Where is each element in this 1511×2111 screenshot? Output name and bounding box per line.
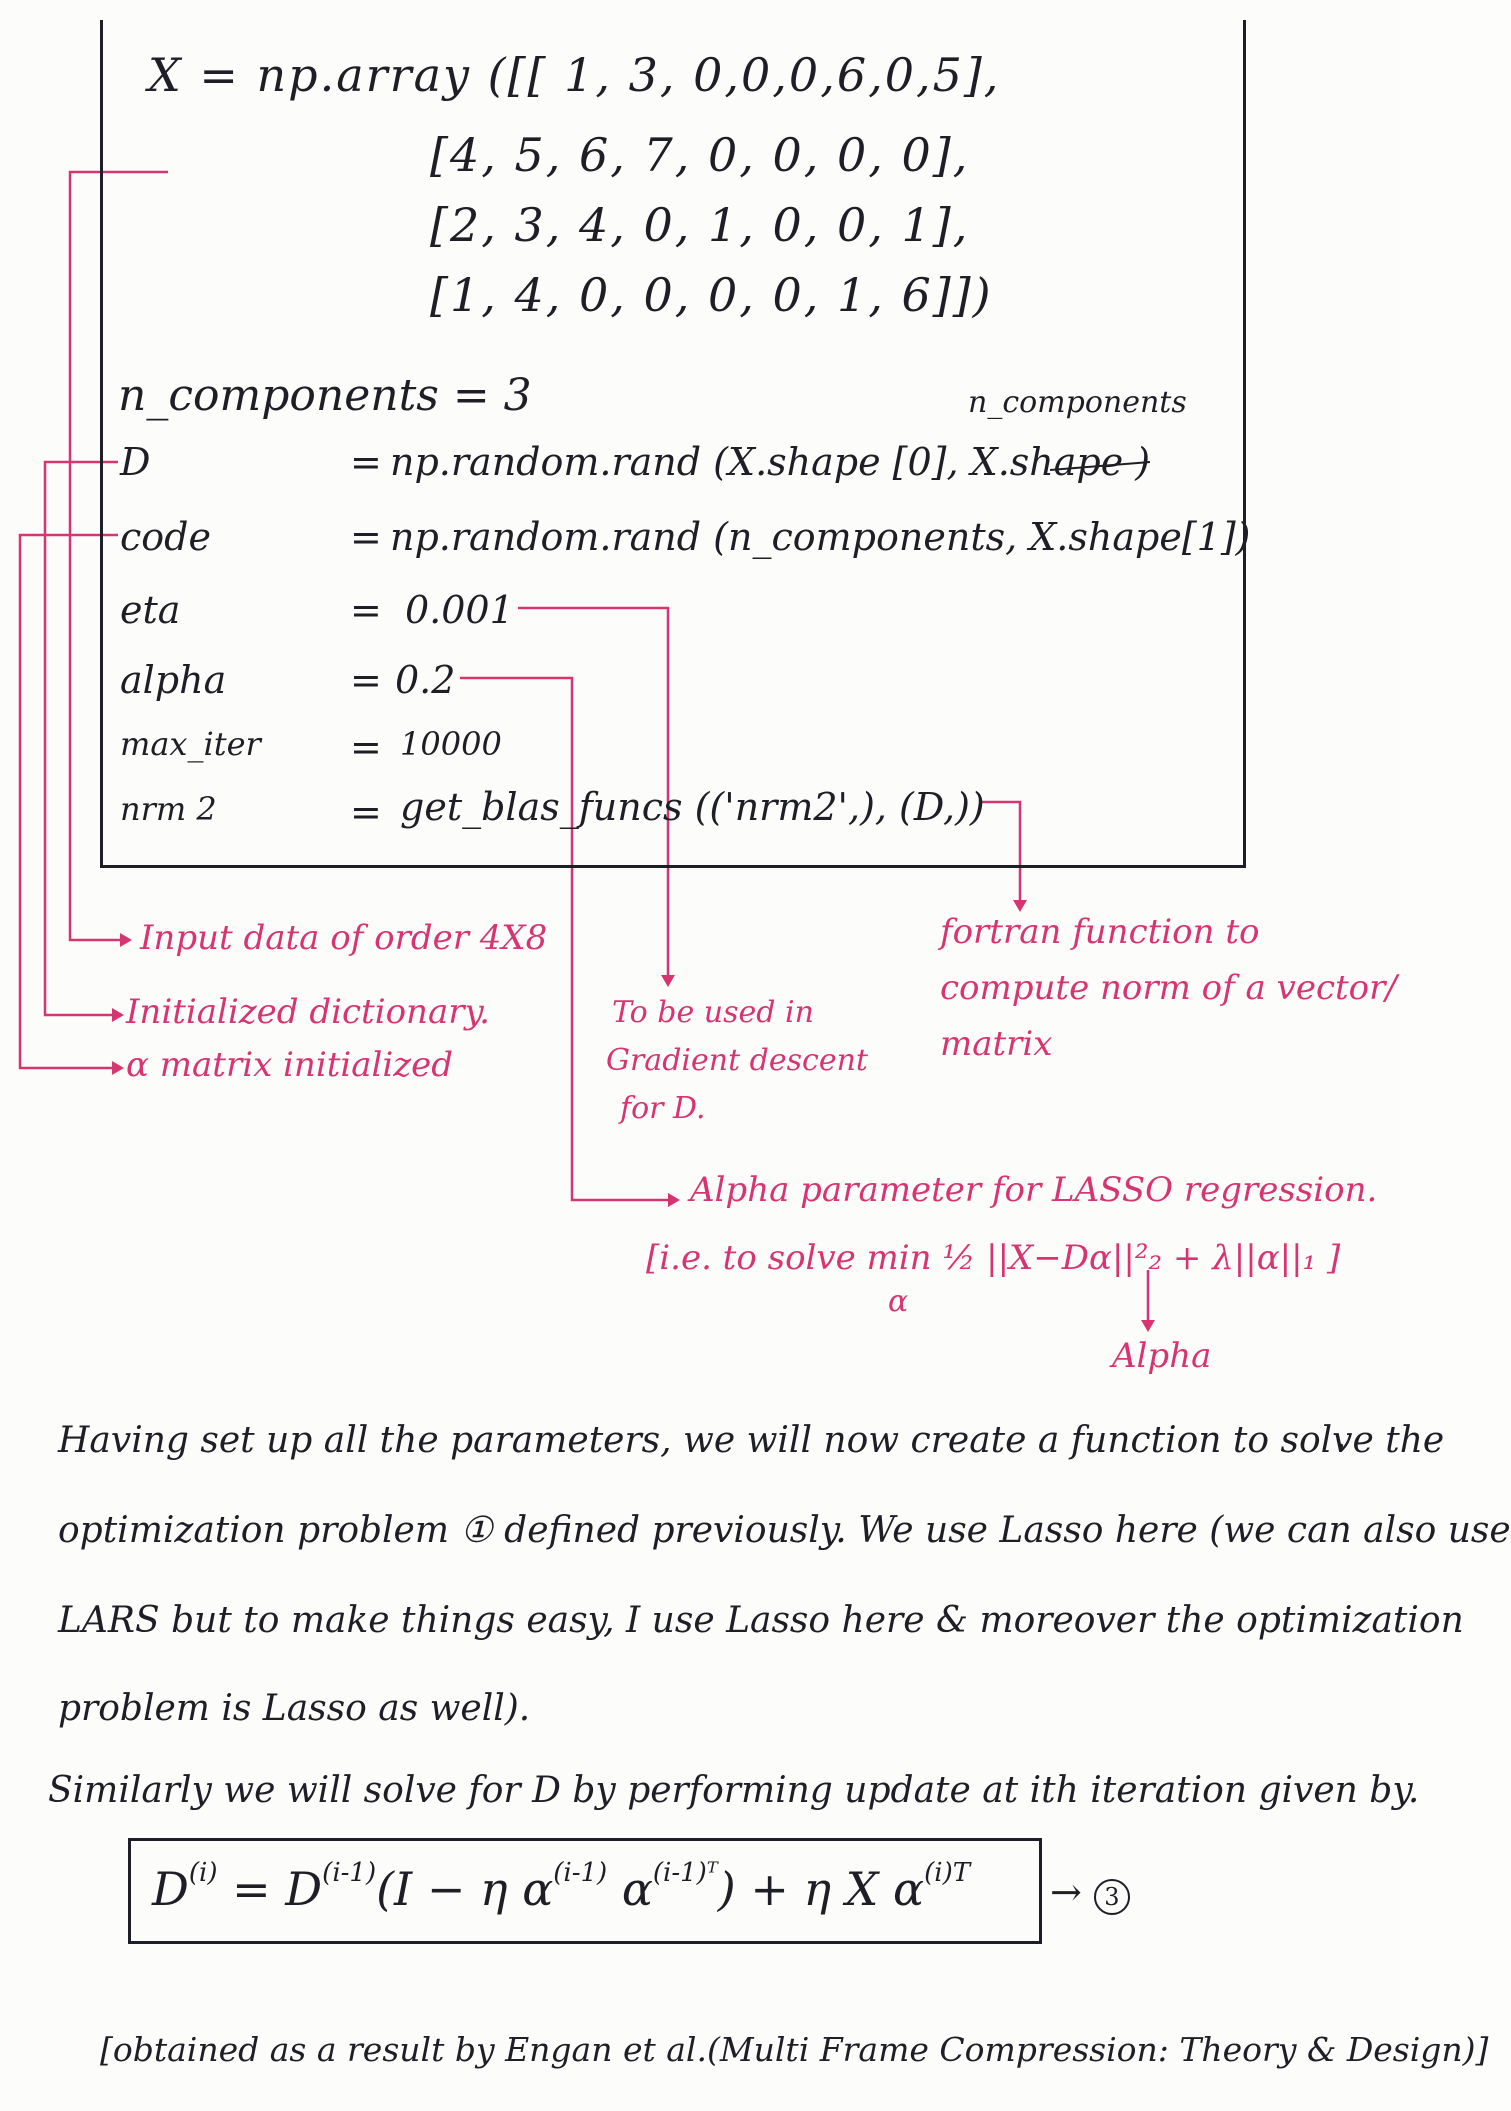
param-value-nrm2: get_blas_funcs (('nrm2',), (D,)) xyxy=(400,785,985,829)
param-name-code: code xyxy=(120,515,211,559)
param-name-max-iter: max_iter xyxy=(120,725,261,763)
formula-eq-d: = D xyxy=(217,1862,323,1916)
annotation-lasso-min-subscript: α xyxy=(888,1284,909,1319)
equation-number: 3 xyxy=(1093,1879,1130,1915)
equation-ref: → 3 xyxy=(1050,1870,1130,1915)
citation: [obtained as a result by Engan et al.(Mu… xyxy=(100,2030,1489,2069)
formula-d-lhs: D xyxy=(152,1862,189,1916)
paragraph-line-4: problem is Lasso as well). xyxy=(58,1688,531,1729)
update-formula: D(i) = D(i-1)(I − η α(i-1) α(i-1)ᵀ) + η … xyxy=(152,1858,970,1916)
array-line-1: X = np.array ([[ 1, 3, 0,0,0,6,0,5], xyxy=(148,48,1001,102)
paragraph-line-3: LARS but to make things easy, I use Lass… xyxy=(58,1600,1464,1641)
annotation-fortran-line-2: compute norm of a vector/ xyxy=(940,968,1397,1008)
n-components-line: n_components = 3 xyxy=(118,370,532,421)
param-name-nrm2: nrm 2 xyxy=(120,790,217,828)
annotation-fortran-line-1: fortran function to xyxy=(940,912,1260,952)
param-value-max-iter: 10000 xyxy=(400,725,502,763)
formula-box xyxy=(128,1838,1042,1944)
annotation-alpha-matrix: α matrix initialized xyxy=(126,1045,454,1085)
array-line-2: [4, 5, 6, 7, 0, 0, 0, 0], xyxy=(430,128,970,182)
equals-sign: = xyxy=(350,725,382,769)
param-value-alpha: 0.2 xyxy=(395,658,456,702)
equals-sign: = xyxy=(350,658,382,702)
paragraph-line-5: Similarly we will solve for D by perform… xyxy=(48,1770,1420,1811)
equals-sign: = xyxy=(350,790,382,834)
annotation-initialized-dictionary: Initialized dictionary. xyxy=(126,992,490,1032)
annotation-lasso-equation: [i.e. to solve min ½ ||X−Dα||²₂ + λ||α||… xyxy=(646,1238,1341,1278)
annotation-gradient-line-2: Gradient descent xyxy=(606,1043,868,1078)
formula-sup-a2: (i-1)ᵀ xyxy=(652,1858,718,1888)
param-name-alpha: alpha xyxy=(120,658,227,702)
code-box xyxy=(100,20,1246,868)
annotation-gradient-line-1: To be used in xyxy=(612,995,814,1030)
formula-sup-i-1: (i-1) xyxy=(322,1858,377,1888)
paragraph-line-2: optimization problem ① defined previousl… xyxy=(58,1510,1511,1551)
param-name-eta: eta xyxy=(120,588,181,632)
equals-sign: = xyxy=(350,515,382,559)
equals-sign: = xyxy=(350,588,382,632)
formula-sup-a1: (i-1) xyxy=(553,1858,608,1888)
param-value-code: np.random.rand (n_components, X.shape[1]… xyxy=(390,515,1251,559)
array-line-3: [2, 3, 4, 0, 1, 0, 0, 1], xyxy=(430,198,970,252)
annotation-gradient-line-3: for D. xyxy=(620,1091,706,1126)
notebook-page: X = np.array ([[ 1, 3, 0,0,0,6,0,5], [4,… xyxy=(18,20,1511,2069)
param-value-d: np.random.rand (X.shape [0], X.shape ) xyxy=(390,440,1151,484)
formula-alpha-2: α xyxy=(607,1862,653,1916)
n-components-annotation: n_components xyxy=(968,385,1187,420)
annotation-alpha-lasso: Alpha parameter for LASSO regression. xyxy=(690,1170,1378,1210)
paragraph-line-1: Having set up all the parameters, we wil… xyxy=(58,1420,1445,1461)
param-value-eta: 0.001 xyxy=(405,588,514,632)
annotation-input-data: Input data of order 4X8 xyxy=(140,918,548,958)
param-name-d: D xyxy=(120,440,151,484)
formula-sup-a3: (i)T xyxy=(924,1858,971,1888)
annotation-alpha-label: Alpha xyxy=(1112,1336,1212,1376)
paragraph-dot: . xyxy=(1335,1416,1347,1457)
formula-sup-i: (i) xyxy=(188,1858,218,1888)
formula-plus-term: ) + η X α xyxy=(717,1862,925,1916)
equals-sign: = xyxy=(350,440,382,484)
formula-identity-term: (I − η α xyxy=(376,1862,554,1916)
array-line-4: [1, 4, 0, 0, 0, 0, 1, 6]]) xyxy=(430,268,993,322)
annotation-fortran-line-3: matrix xyxy=(940,1024,1053,1064)
